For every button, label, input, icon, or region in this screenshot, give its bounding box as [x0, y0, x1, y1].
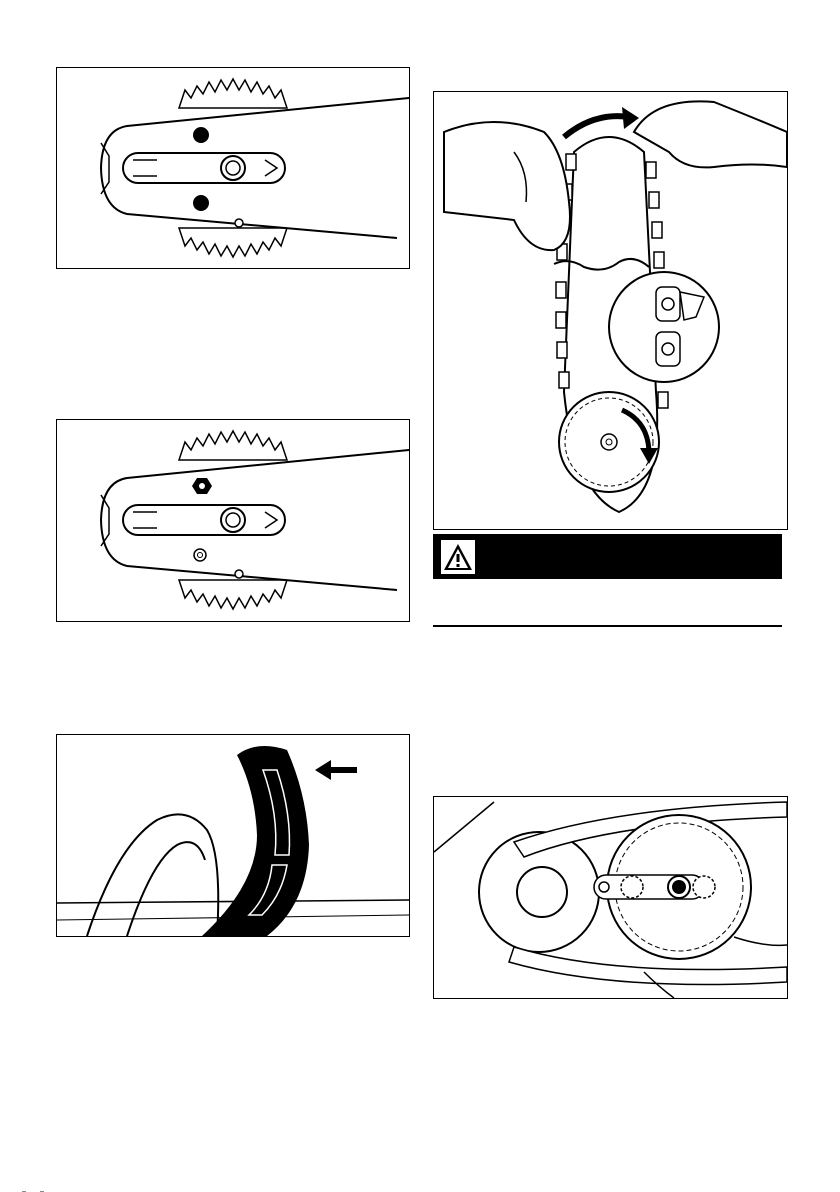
saw-chain-on-bar-illustration [434, 92, 787, 529]
warning-triangle-icon [441, 540, 475, 574]
guide-bar-studs-illustration [57, 68, 409, 268]
sprocket-chain-detail-illustration [434, 797, 787, 998]
section-divider [433, 625, 782, 627]
figure-bar-tensioner [56, 419, 410, 622]
warning-banner [433, 534, 782, 579]
figure-bar-mounting-studs [56, 67, 410, 269]
guide-bar-tensioner-illustration [57, 420, 409, 621]
figure-sprocket-detail [433, 796, 788, 999]
figure-chain-mounting [433, 91, 788, 530]
chain-brake-lever-illustration [57, 735, 409, 936]
figure-hand-guard [56, 734, 410, 937]
